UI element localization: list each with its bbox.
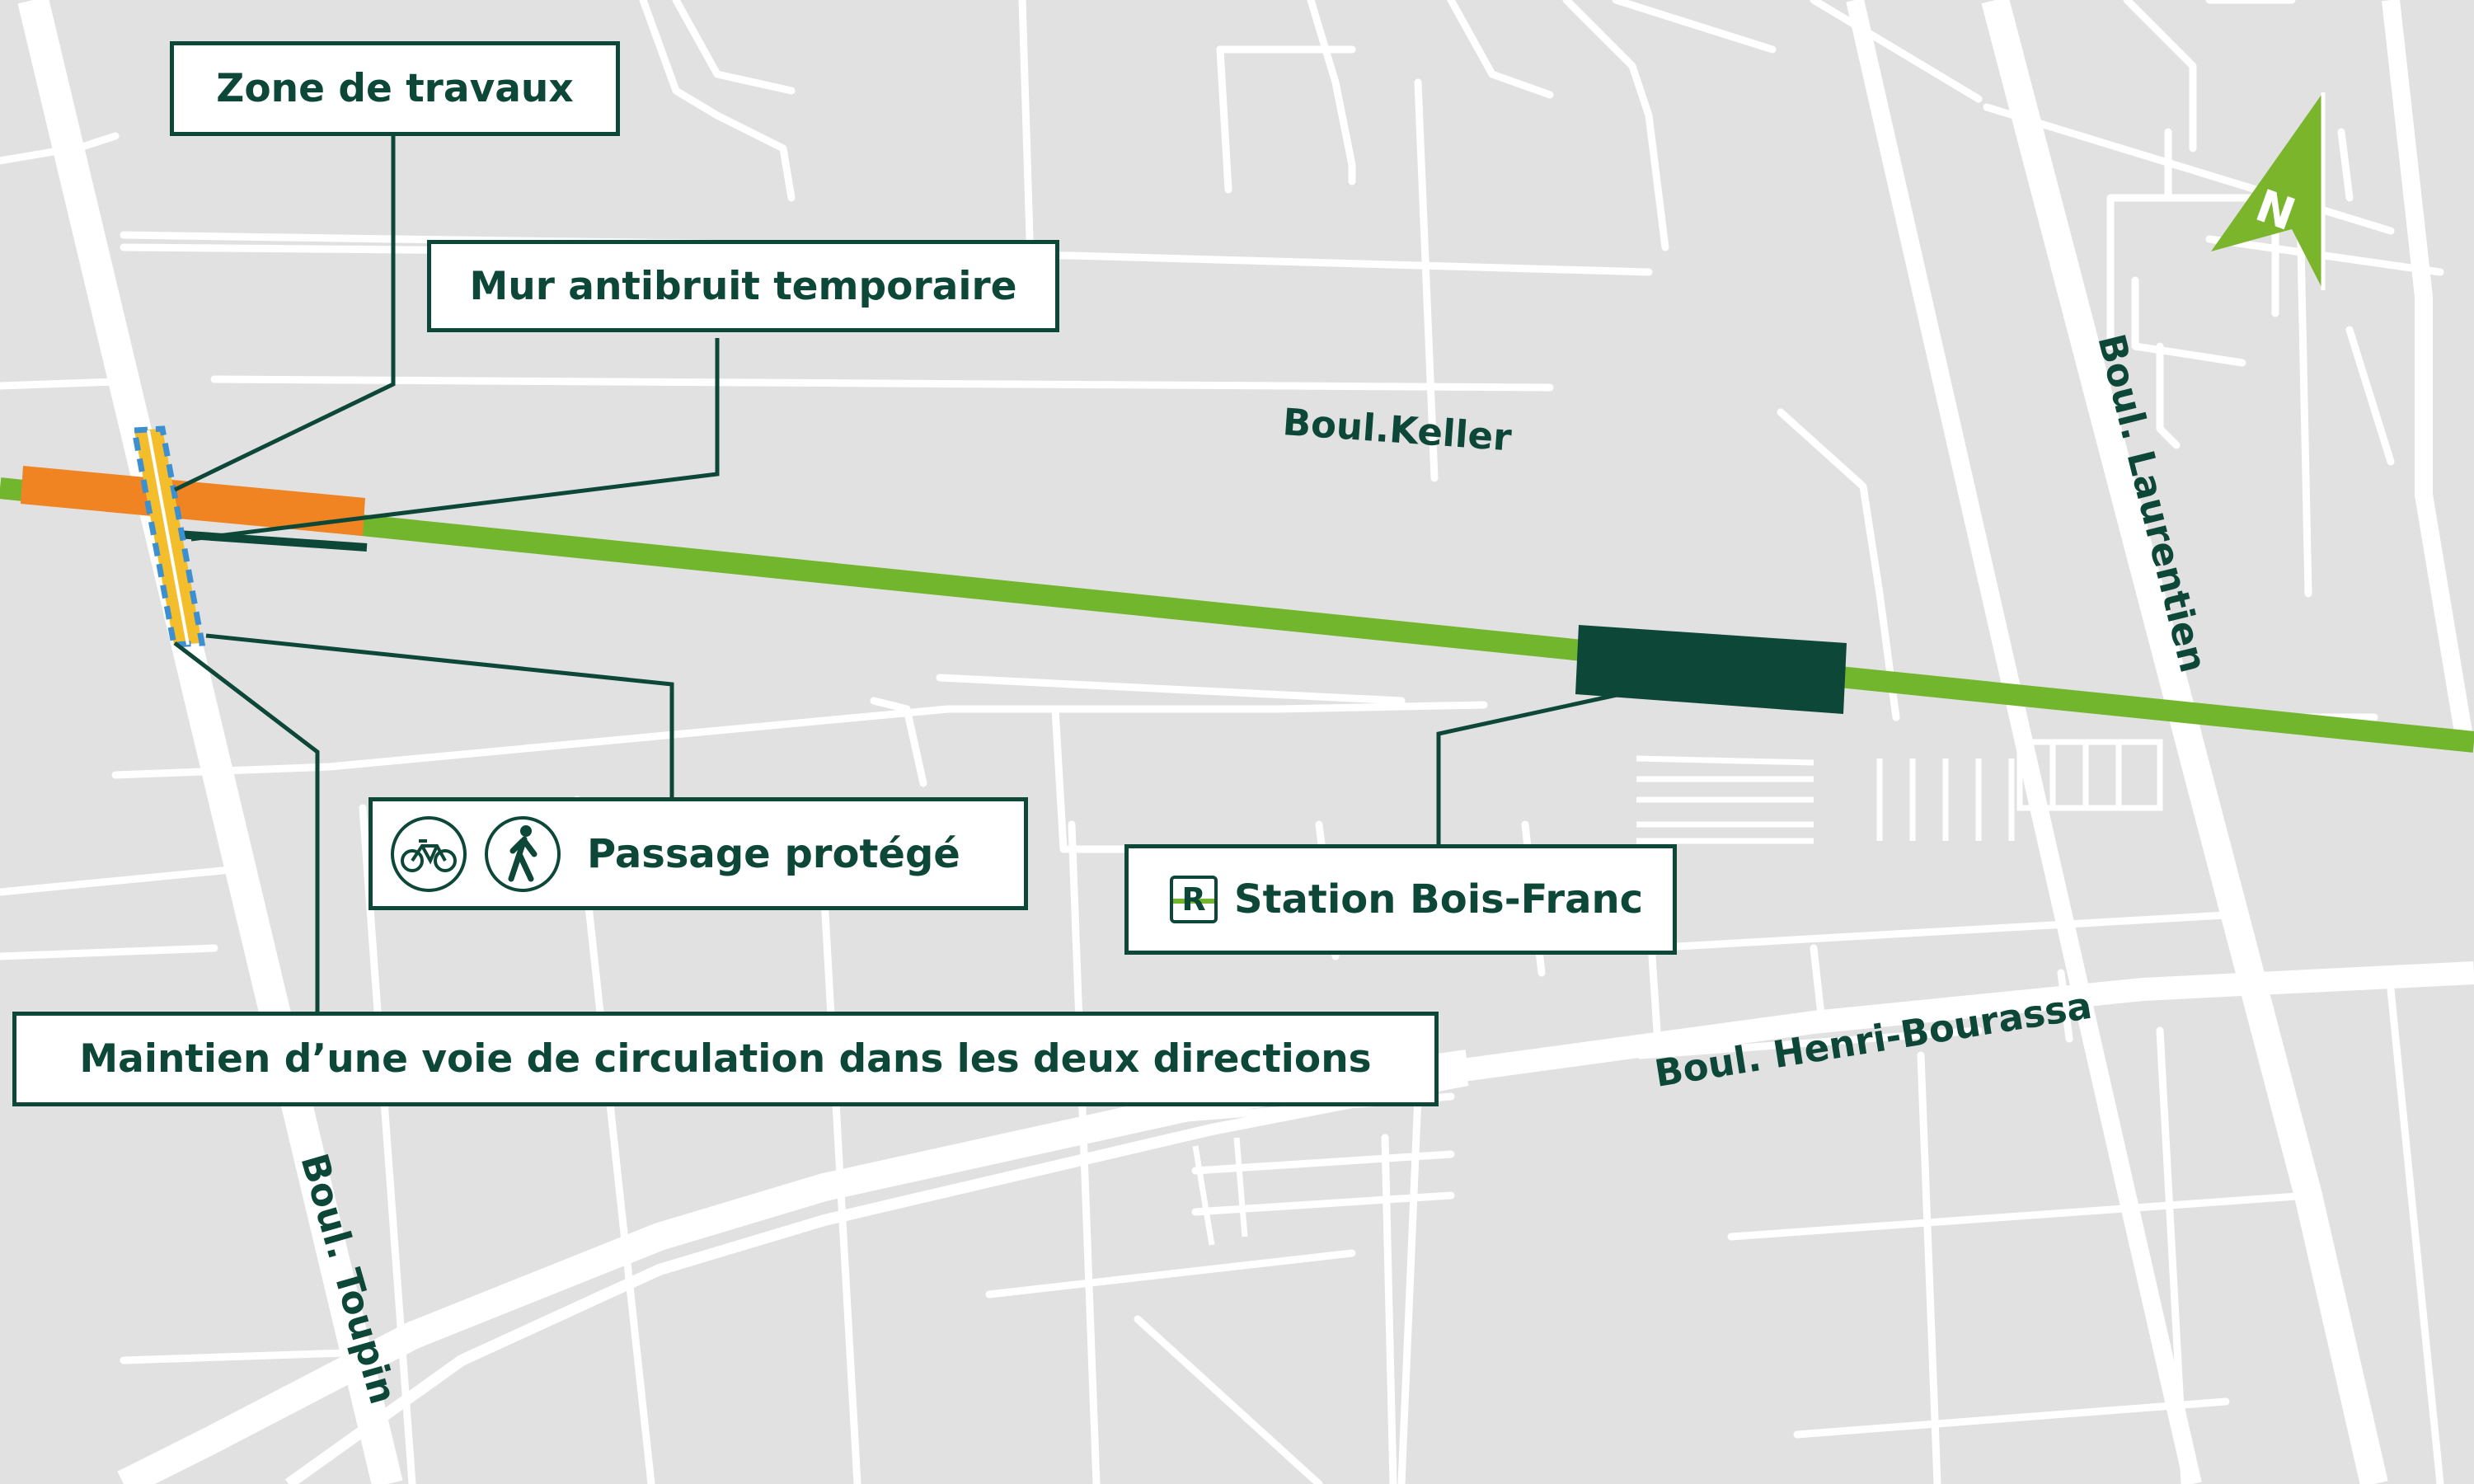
callout-maintien-circulation: Maintien d’une voie de circulation dans …	[12, 1012, 1439, 1106]
rem-line	[0, 477, 2474, 753]
pedestrian-icon	[485, 815, 561, 892]
callout-zone-de-travaux: Zone de travaux	[170, 41, 620, 136]
north-arrow-icon: N	[2211, 92, 2326, 290]
rem-station-icon: R	[1170, 876, 1218, 923]
callout-leaders	[173, 132, 1629, 1014]
work-zone-rectangle	[21, 466, 365, 536]
rem-icon-letter: R	[1181, 881, 1206, 918]
major-roads	[17, 0, 2474, 1484]
parking-lots	[1192, 739, 2163, 1246]
bicycle-icon	[391, 815, 467, 892]
callout-maintien-text: Maintien d’une voie de circulation dans …	[79, 1036, 1372, 1082]
station-block	[1575, 625, 1847, 714]
protected-crossing	[130, 425, 206, 648]
callout-passage-text: Passage protégé	[587, 830, 960, 877]
callout-mur-text: Mur antibruit temporaire	[469, 263, 1017, 309]
rem-icon-stripe	[1173, 899, 1214, 904]
callout-station-bois-franc: R Station Bois-Franc	[1124, 844, 1677, 955]
callout-zone-text: Zone de travaux	[216, 66, 574, 111]
callout-passage-protege: Passage protégé	[369, 797, 1028, 910]
callout-mur-antibruit: Mur antibruit temporaire	[427, 240, 1059, 332]
callout-station-text: Station Bois-Franc	[1234, 876, 1644, 923]
